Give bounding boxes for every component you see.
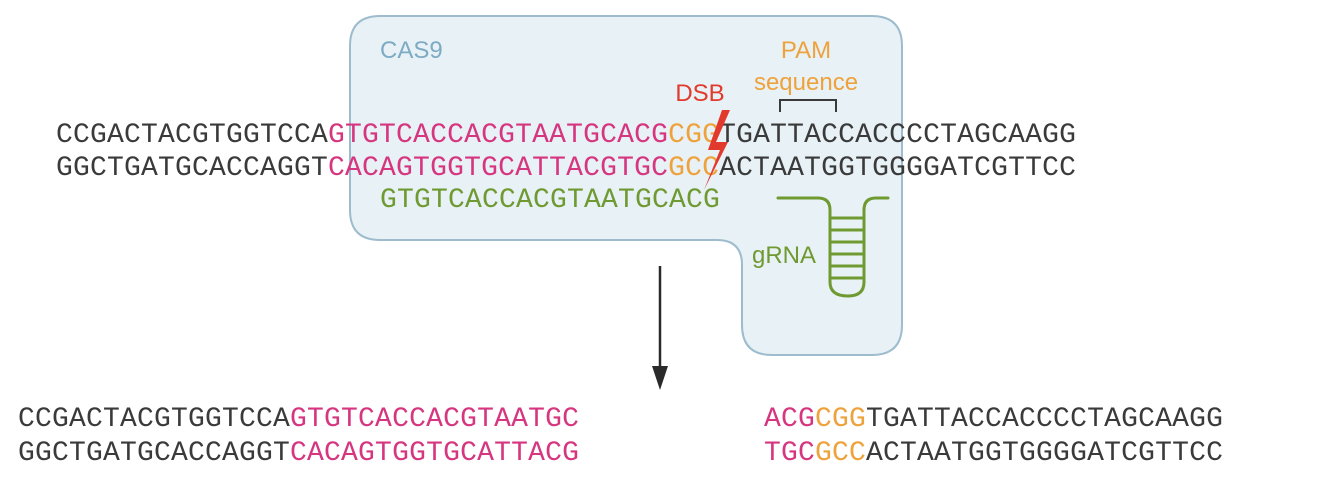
- cut-left-strand-2-magenta: CACAGTGGTGCATTACG: [290, 438, 579, 469]
- cut-right-strand-1-magenta: ACG: [764, 404, 815, 435]
- cut-left-strand-2-dark: GGCTGATGCACCAGGT: [18, 438, 290, 469]
- top-strand-2: GGCTGATGCACCAGGTCACAGTGGTGCATTACGTGCGCCA…: [56, 153, 1076, 184]
- cut-left-strand-2: GGCTGATGCACCAGGTCACAGTGGTGCATTACG: [18, 438, 579, 469]
- cut-left-strand-1-magenta: GTGTCACCACGTAATGC: [290, 404, 579, 435]
- top-strand-2-right: ACTAATGGTGGGGATCGTTCC: [719, 153, 1076, 184]
- cut-right-strand-2: TGCGCCACTAATGGTGGGGATCGTTCC: [764, 438, 1223, 469]
- cut-right-strand-1-pam: CGG: [815, 404, 866, 435]
- top-strand-2-target: CACAGTGGTGCATTACGTGC: [328, 153, 668, 184]
- guide-rna-sequence: GTGTCACCACGTAATGCACG: [380, 185, 720, 216]
- top-strand-2-left: GGCTGATGCACCAGGT: [56, 153, 328, 184]
- cut-right-strand-2-magenta: TGC: [764, 438, 815, 469]
- grna-label: gRNA: [752, 242, 816, 269]
- top-strand-1: CCGACTACGTGGTCCAGTGTCACCACGTAATGCACGCGGT…: [56, 120, 1076, 151]
- cas9-label: CAS9: [380, 37, 443, 64]
- top-strand-1-left: CCGACTACGTGGTCCA: [56, 120, 328, 151]
- pam-label: PAM: [781, 37, 831, 64]
- cut-right-strand-2-dark: ACTAATGGTGGGGATCGTTCC: [866, 438, 1223, 469]
- dsb-label: DSB: [675, 80, 724, 107]
- cut-right-strand-1: ACGCGGTGATTACCACCCCTAGCAAGG: [764, 404, 1223, 435]
- cut-left-strand-1-dark: CCGACTACGTGGTCCA: [18, 404, 290, 435]
- down-arrow-icon: [652, 266, 668, 390]
- cut-right-strand-1-dark: TGATTACCACCCCTAGCAAGG: [866, 404, 1223, 435]
- cut-left-strand-1: CCGACTACGTGGTCCAGTGTCACCACGTAATGC: [18, 404, 579, 435]
- top-strand-2-pam: GCC: [668, 153, 719, 184]
- pam-bracket: [779, 99, 837, 112]
- cut-right-strand-2-pam: GCC: [815, 438, 866, 469]
- top-strand-1-right: TGATTACCACCCCTAGCAAGG: [719, 120, 1076, 151]
- dsb-lightning-icon: [704, 110, 730, 190]
- top-strand-1-target: GTGTCACCACGTAATGCACG: [328, 120, 668, 151]
- pam-sequence-label: sequence: [754, 69, 858, 96]
- cas9-protein-shape: [349, 15, 903, 356]
- grna-scaffold: [776, 196, 890, 298]
